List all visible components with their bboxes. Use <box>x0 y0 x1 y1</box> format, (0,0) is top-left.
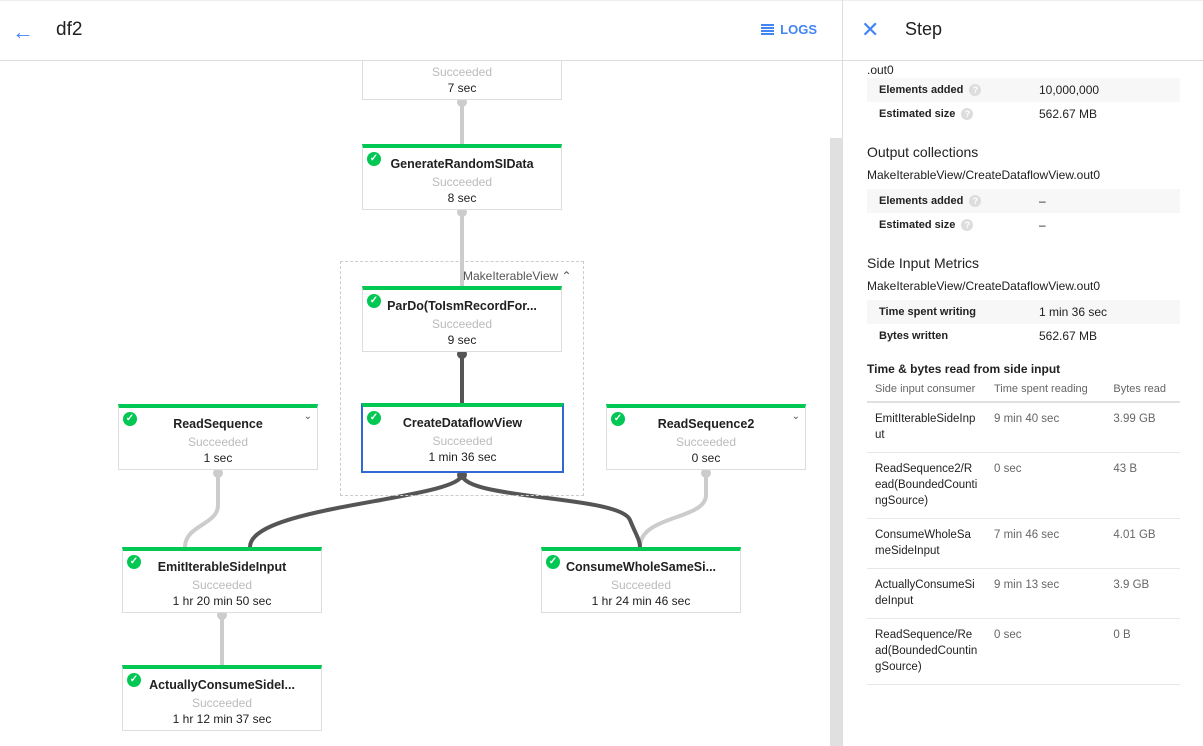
check-circle-icon: ✓ <box>546 555 560 569</box>
panel-title: Step <box>905 19 943 39</box>
check-circle-icon: ✓ <box>367 411 381 425</box>
panel-content: .out0 Elements added?10,000,000 Estimate… <box>867 63 1180 685</box>
logs-button[interactable]: LOGS <box>761 22 817 37</box>
table-cell: 9 min 13 sec <box>986 568 1106 619</box>
table-cell: 7 min 46 sec <box>986 518 1106 569</box>
edge-selected <box>248 472 464 549</box>
table-cell: ReadSequence/Read(BoundedCountingSource) <box>867 618 986 685</box>
table-cell: 3.99 GB <box>1105 402 1180 453</box>
table-row: ReadSequence2/Read(BoundedCountingSource… <box>867 452 1180 519</box>
edge-selected <box>460 472 642 549</box>
check-circle-icon: ✓ <box>611 412 625 426</box>
metric-row: Estimated size?– <box>879 218 1046 232</box>
chevron-down-icon[interactable]: ⌄ <box>303 411 312 422</box>
help-icon[interactable]: ? <box>969 195 982 207</box>
step-panel: ✕ Step .out0 Elements added?10,000,000 E… <box>843 0 1203 746</box>
table-cell: 9 min 40 sec <box>986 402 1106 453</box>
table-cell: 0 sec <box>986 452 1106 519</box>
section-title: Side Input Metrics <box>867 255 980 271</box>
metric-row: Elements added?– <box>867 189 1180 213</box>
check-circle-icon: ✓ <box>367 152 381 166</box>
help-icon[interactable]: ? <box>961 108 974 120</box>
header: ← df2 LOGS <box>0 0 842 61</box>
check-circle-icon: ✓ <box>127 673 141 687</box>
collection-name: MakeIterableView/CreateDataflowView.out0 <box>867 279 1101 293</box>
column-header: Time spent reading <box>986 380 1106 403</box>
table-row: ReadSequence/Read(BoundedCountingSource)… <box>867 618 1180 685</box>
scrollbar[interactable] <box>830 138 842 746</box>
job-title: df2 <box>56 19 83 40</box>
chevron-up-icon[interactable]: ⌃ <box>561 269 572 283</box>
list-icon <box>761 24 775 35</box>
check-circle-icon: ✓ <box>123 412 137 426</box>
graph-edges <box>183 97 711 667</box>
check-circle-icon: ✓ <box>127 555 141 569</box>
edge <box>183 470 220 549</box>
help-icon[interactable]: ? <box>969 84 982 96</box>
help-icon[interactable]: ? <box>961 219 974 231</box>
table-cell: 0 B <box>1105 618 1180 685</box>
table-cell: 3.9 GB <box>1105 568 1180 619</box>
table-cell: ReadSequence2/Read(BoundedCountingSource… <box>867 452 986 519</box>
side-input-table: Side input consumer Time spent reading B… <box>867 380 1180 685</box>
back-arrow-icon[interactable]: ← <box>12 19 34 44</box>
column-header: Side input consumer <box>867 380 986 403</box>
column-header: Bytes read <box>1105 380 1180 403</box>
table-cell: 43 B <box>1105 452 1180 519</box>
table-cell: ActuallyConsumeSideInput <box>867 568 986 619</box>
table-cell: 4.01 GB <box>1105 518 1180 569</box>
chevron-down-icon[interactable]: ⌄ <box>791 411 800 422</box>
table-cell: 0 sec <box>986 618 1106 685</box>
table-cell: ConsumeWholeSameSideInput <box>867 518 986 569</box>
panel-header: ✕ Step <box>843 0 1203 61</box>
table-cell: EmitIterableSideInput <box>867 402 986 453</box>
close-icon[interactable]: ✕ <box>861 17 880 42</box>
edge <box>638 470 708 549</box>
section-title: Time & bytes read from side input <box>867 362 1061 376</box>
section-title: Output collections <box>867 144 979 160</box>
check-circle-icon: ✓ <box>367 294 381 308</box>
group-makeiterableview <box>340 261 584 496</box>
metric-row: Estimated size?562.67 MB <box>879 107 1098 121</box>
metric-row: Elements added?10,000,000 <box>867 78 1180 102</box>
group-label[interactable]: MakeIterableView ⌃ <box>463 269 572 283</box>
collection-name: MakeIterableView/CreateDataflowView.out0 <box>867 168 1101 182</box>
